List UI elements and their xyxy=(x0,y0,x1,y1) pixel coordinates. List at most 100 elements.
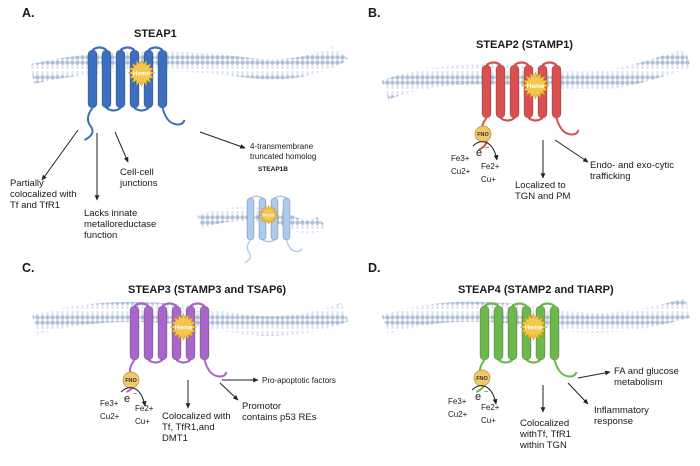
c-tail xyxy=(553,359,578,378)
label-c-promotor-1: Promotor xyxy=(242,401,282,412)
steap1-protein: Heme xyxy=(84,46,186,141)
loop xyxy=(175,359,192,364)
label-a-partially-3: Tf and TfR1 xyxy=(10,200,60,211)
electron-charge: − xyxy=(133,391,137,398)
arrow-b-endo xyxy=(554,139,589,163)
label-d-colocalized-3: within TGN xyxy=(520,440,567,451)
loop xyxy=(497,359,514,364)
c-tail xyxy=(161,107,186,126)
ion-d-fe2: Fe2+ xyxy=(481,403,500,412)
electron-label: e xyxy=(124,393,130,405)
arrow-a-junctions xyxy=(114,131,129,163)
arrow-d-fa xyxy=(577,370,611,379)
loop xyxy=(133,302,150,307)
ion-d-fe3: Fe3+ xyxy=(448,397,467,406)
loop xyxy=(541,61,558,66)
label-a-homolog-1: 4-transmembrane xyxy=(250,142,314,151)
loop xyxy=(119,46,136,51)
label-d-fa-1: FA and glucose xyxy=(614,366,679,377)
loop xyxy=(525,359,542,364)
c-tail xyxy=(203,359,228,378)
electron-arrow xyxy=(120,387,147,407)
heme-label: Heme xyxy=(527,83,545,90)
heme-label: Heme xyxy=(175,325,193,332)
label-b-localized-2: TGN and PM xyxy=(515,191,571,202)
label-a-junctions-1: Cell-cell xyxy=(120,167,154,178)
panel-a-title: STEAP1 xyxy=(134,28,177,40)
helix xyxy=(157,49,168,109)
helix xyxy=(282,197,291,241)
ion-b-fe2: Fe2+ xyxy=(481,162,500,171)
heme-icon xyxy=(127,59,156,87)
membrane-a xyxy=(29,44,348,84)
loop xyxy=(250,195,263,199)
panel-b-letter: B. xyxy=(368,6,381,20)
fno-label: FNO xyxy=(477,132,489,138)
helix xyxy=(87,49,98,109)
heme-label: Heme xyxy=(262,213,275,218)
label-a-lacks-2: metalloreductase xyxy=(84,219,157,230)
electron-label: e xyxy=(475,391,481,403)
loop xyxy=(133,107,150,112)
panel-b-title: STEAP2 (STAMP1) xyxy=(476,39,573,51)
ion-d-cu2: Cu2+ xyxy=(448,410,468,419)
n-tail xyxy=(84,107,94,141)
helix xyxy=(507,305,518,361)
label-c-colocalized-2: Tf, TfR1,and xyxy=(162,422,215,433)
loop xyxy=(147,359,164,364)
label-b-endo-1: Endo- and exo-cytic xyxy=(590,160,674,171)
loop xyxy=(147,46,164,51)
n-tail xyxy=(244,239,252,264)
loop xyxy=(483,302,500,307)
label-b-localized-1: Localized to xyxy=(515,180,566,191)
arrow-a-homolog xyxy=(199,131,246,149)
electron-charge: − xyxy=(485,145,489,152)
electron-arrow xyxy=(471,385,498,405)
loop xyxy=(499,117,516,122)
helix xyxy=(115,49,126,109)
label-d-colocalized-1: Colocalized xyxy=(520,418,570,429)
ion-c-fe3: Fe3+ xyxy=(100,399,119,408)
helix xyxy=(143,305,154,361)
heme-label: Heme xyxy=(525,325,543,332)
helix xyxy=(551,64,562,119)
loop xyxy=(511,302,528,307)
ion-c-cu1: Cu+ xyxy=(135,417,150,426)
c-tail xyxy=(285,239,303,253)
steap1b-title: STEAP1B xyxy=(258,166,288,173)
helix xyxy=(246,197,255,241)
panel-c-title: STEAP3 (STAMP3 and TSAP6) xyxy=(128,284,287,296)
heme-icon xyxy=(169,313,198,341)
arrow-a-partially xyxy=(41,129,79,181)
ion-b-cu1: Cu+ xyxy=(481,175,496,184)
arrow-d-inflammatory xyxy=(567,382,589,405)
label-d-fa-2: metabolism xyxy=(614,377,663,388)
ion-b-cu2: Cu2+ xyxy=(451,167,471,176)
arrow-c-promotor xyxy=(219,382,239,401)
heme-icon xyxy=(258,204,279,225)
steap1b-protein: Heme xyxy=(244,195,303,264)
fno-label: FNO xyxy=(476,376,488,382)
membrane-d xyxy=(381,298,691,335)
loop xyxy=(189,302,206,307)
helix xyxy=(479,305,490,361)
heme-icon xyxy=(521,71,550,100)
heme-icon xyxy=(519,313,548,341)
loop xyxy=(539,302,556,307)
ion-c-fe2: Fe2+ xyxy=(135,404,154,413)
heme-label: Heme xyxy=(133,71,151,78)
panel-c-letter: C. xyxy=(22,261,35,275)
label-d-colocalized-2: withTf, TfR1 xyxy=(520,429,572,440)
ion-c-cu2: Cu2+ xyxy=(100,412,120,421)
membrane-c xyxy=(32,301,349,337)
helix xyxy=(481,64,492,119)
panel-d-title: STEAP4 (STAMP2 and TIARP) xyxy=(458,284,614,296)
label-d-inflammatory-2: response xyxy=(594,416,634,427)
label-c-promotor-2: contains p53 REs xyxy=(242,412,317,423)
